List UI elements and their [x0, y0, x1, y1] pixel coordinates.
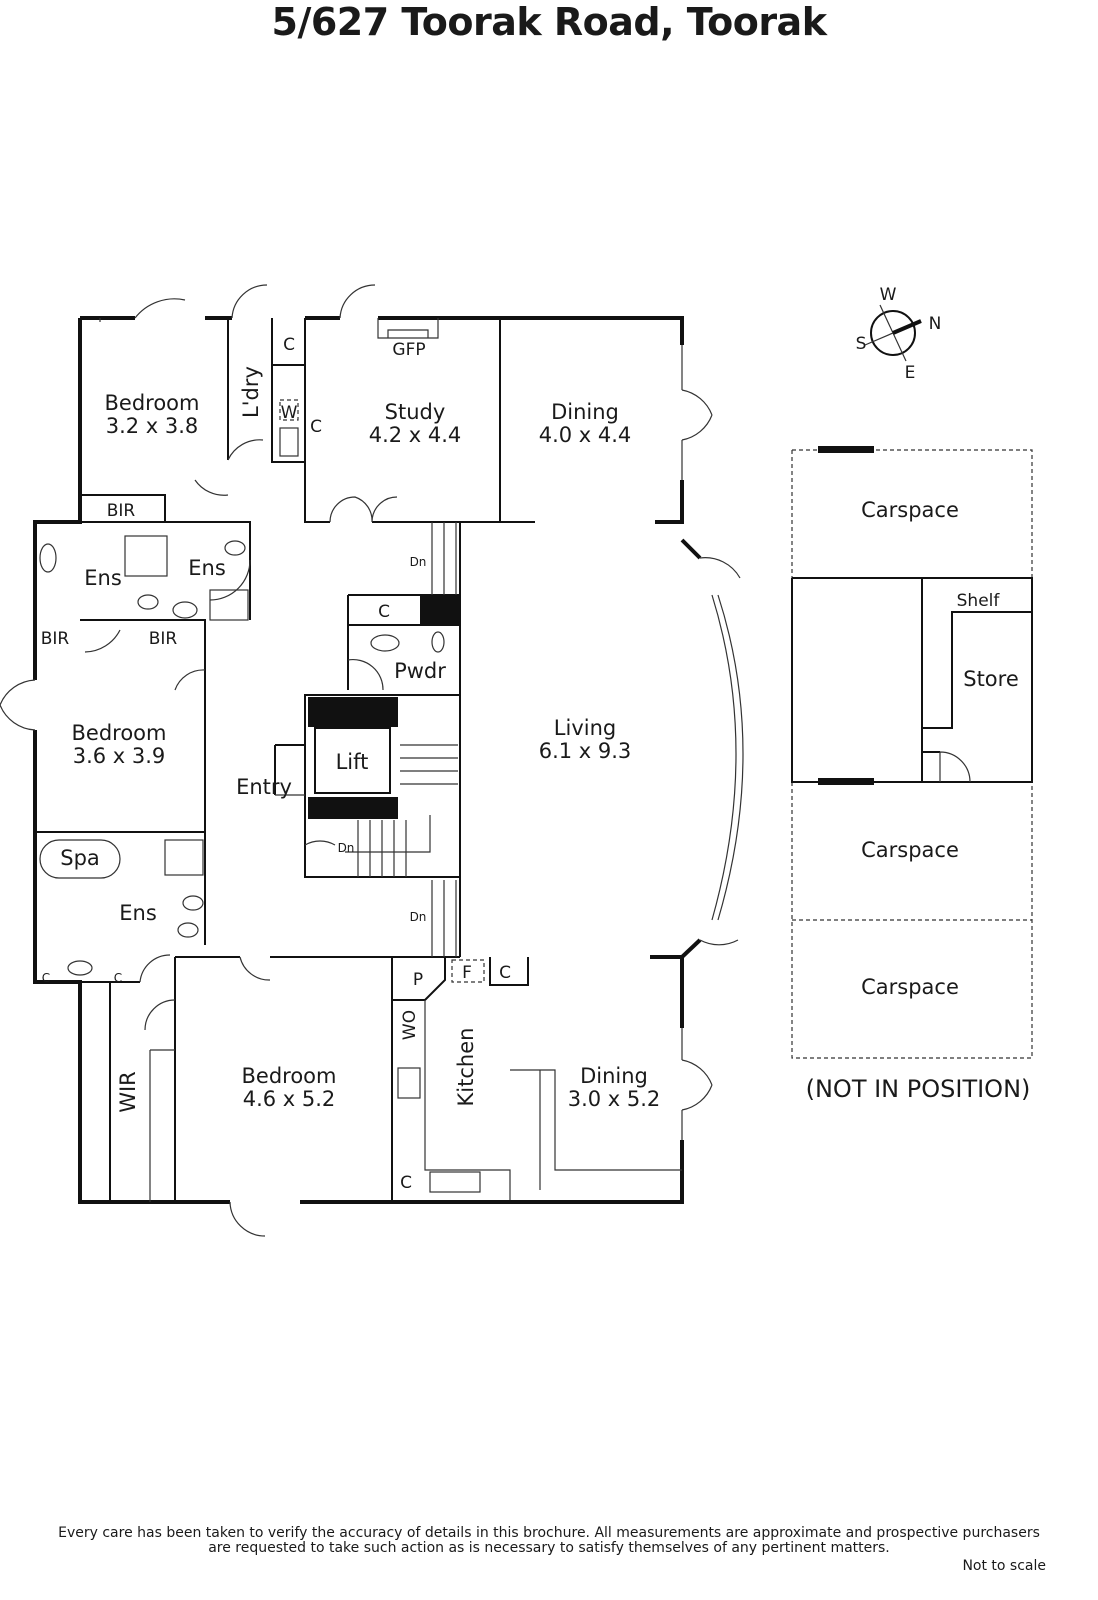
room-powder: Pwdr	[394, 659, 446, 683]
wall-oven-label: WO	[400, 1010, 420, 1040]
disclaimer-line-2: are requested to take such action as is …	[208, 1540, 890, 1556]
cupboard-label: C	[499, 963, 511, 983]
store-label: Store	[963, 667, 1019, 691]
carspace-label: Carspace	[861, 838, 959, 862]
scale-note: Not to scale	[962, 1558, 1046, 1574]
stairs-down-label: Dn	[410, 555, 427, 569]
stairs-down-label: Dn	[410, 910, 427, 924]
room-entry: Entry	[236, 775, 292, 799]
compass-rose: W N S E	[856, 285, 942, 383]
disclaimer-line-1: Every care has been taken to verify the …	[58, 1525, 1040, 1541]
room-labels: Bedroom 3.2 x 3.8 L'dry Study 4.2 x 4.4 …	[41, 340, 661, 1113]
compass-e: E	[905, 363, 916, 383]
spa-label: Spa	[60, 846, 100, 870]
internal-walls	[35, 318, 682, 1202]
cupboard-label: C	[114, 971, 122, 985]
cupboard-label: C	[400, 1173, 412, 1193]
pantry-label: P	[413, 970, 423, 990]
carspace-label: Carspace	[861, 498, 959, 522]
cupboard-label: C	[283, 335, 295, 355]
room-bedroom3-size: 4.6 x 5.2	[243, 1087, 336, 1111]
carspace-plan: Carspace Carspace Carspace Shelf Store (…	[791, 446, 1033, 1103]
property-title: 5/627 Toorak Road, Toorak	[271, 0, 827, 44]
gfp-label: GFP	[392, 340, 425, 360]
cupboard-label: C	[378, 602, 390, 622]
room-dining1-name: Dining	[551, 400, 619, 424]
room-kitchen: Kitchen	[454, 1028, 478, 1107]
disclaimer: Every care has been taken to verify the …	[0, 1526, 1098, 1556]
room-study-size: 4.2 x 4.4	[369, 423, 462, 447]
not-in-position-note: (NOT IN POSITION)	[806, 1075, 1031, 1103]
room-living-name: Living	[554, 716, 616, 740]
room-study-name: Study	[385, 400, 446, 424]
cupboard-label: C	[310, 417, 322, 437]
compass-n: N	[929, 314, 942, 334]
compass-s: S	[856, 334, 867, 354]
stairs-down-label: Dn	[338, 841, 355, 855]
room-ensuite3: Ens	[119, 901, 157, 925]
room-dining1-size: 4.0 x 4.4	[539, 423, 632, 447]
carspace-label: Carspace	[861, 975, 959, 999]
bir-label: BIR	[107, 501, 136, 521]
washer-label: W	[281, 403, 298, 423]
room-lift: Lift	[336, 750, 369, 774]
room-living-size: 6.1 x 9.3	[539, 739, 632, 763]
cupboard-label: C	[42, 971, 50, 985]
room-ensuite1: Ens	[84, 566, 122, 590]
fixtures	[39, 399, 485, 1193]
bir-label: BIR	[41, 629, 70, 649]
room-bedroom1-name: Bedroom	[105, 391, 200, 415]
room-dining2-size: 3.0 x 5.2	[568, 1087, 661, 1111]
fridge-label: F	[462, 963, 472, 983]
room-laundry: L'dry	[239, 366, 263, 418]
room-bedroom1-size: 3.2 x 3.8	[106, 414, 199, 438]
bir-label: BIR	[149, 629, 178, 649]
shelf-label: Shelf	[957, 591, 1001, 611]
room-bedroom2-name: Bedroom	[72, 721, 167, 745]
fixture-labels: C C W C C C P F C WO C Dn Dn Dn	[42, 335, 511, 1193]
room-bedroom3-name: Bedroom	[242, 1064, 337, 1088]
room-wir: WIR	[116, 1071, 140, 1113]
room-bedroom2-size: 3.6 x 3.9	[73, 744, 166, 768]
compass-w: W	[880, 285, 897, 305]
room-dining2-name: Dining	[580, 1064, 648, 1088]
room-ensuite2: Ens	[188, 556, 226, 580]
